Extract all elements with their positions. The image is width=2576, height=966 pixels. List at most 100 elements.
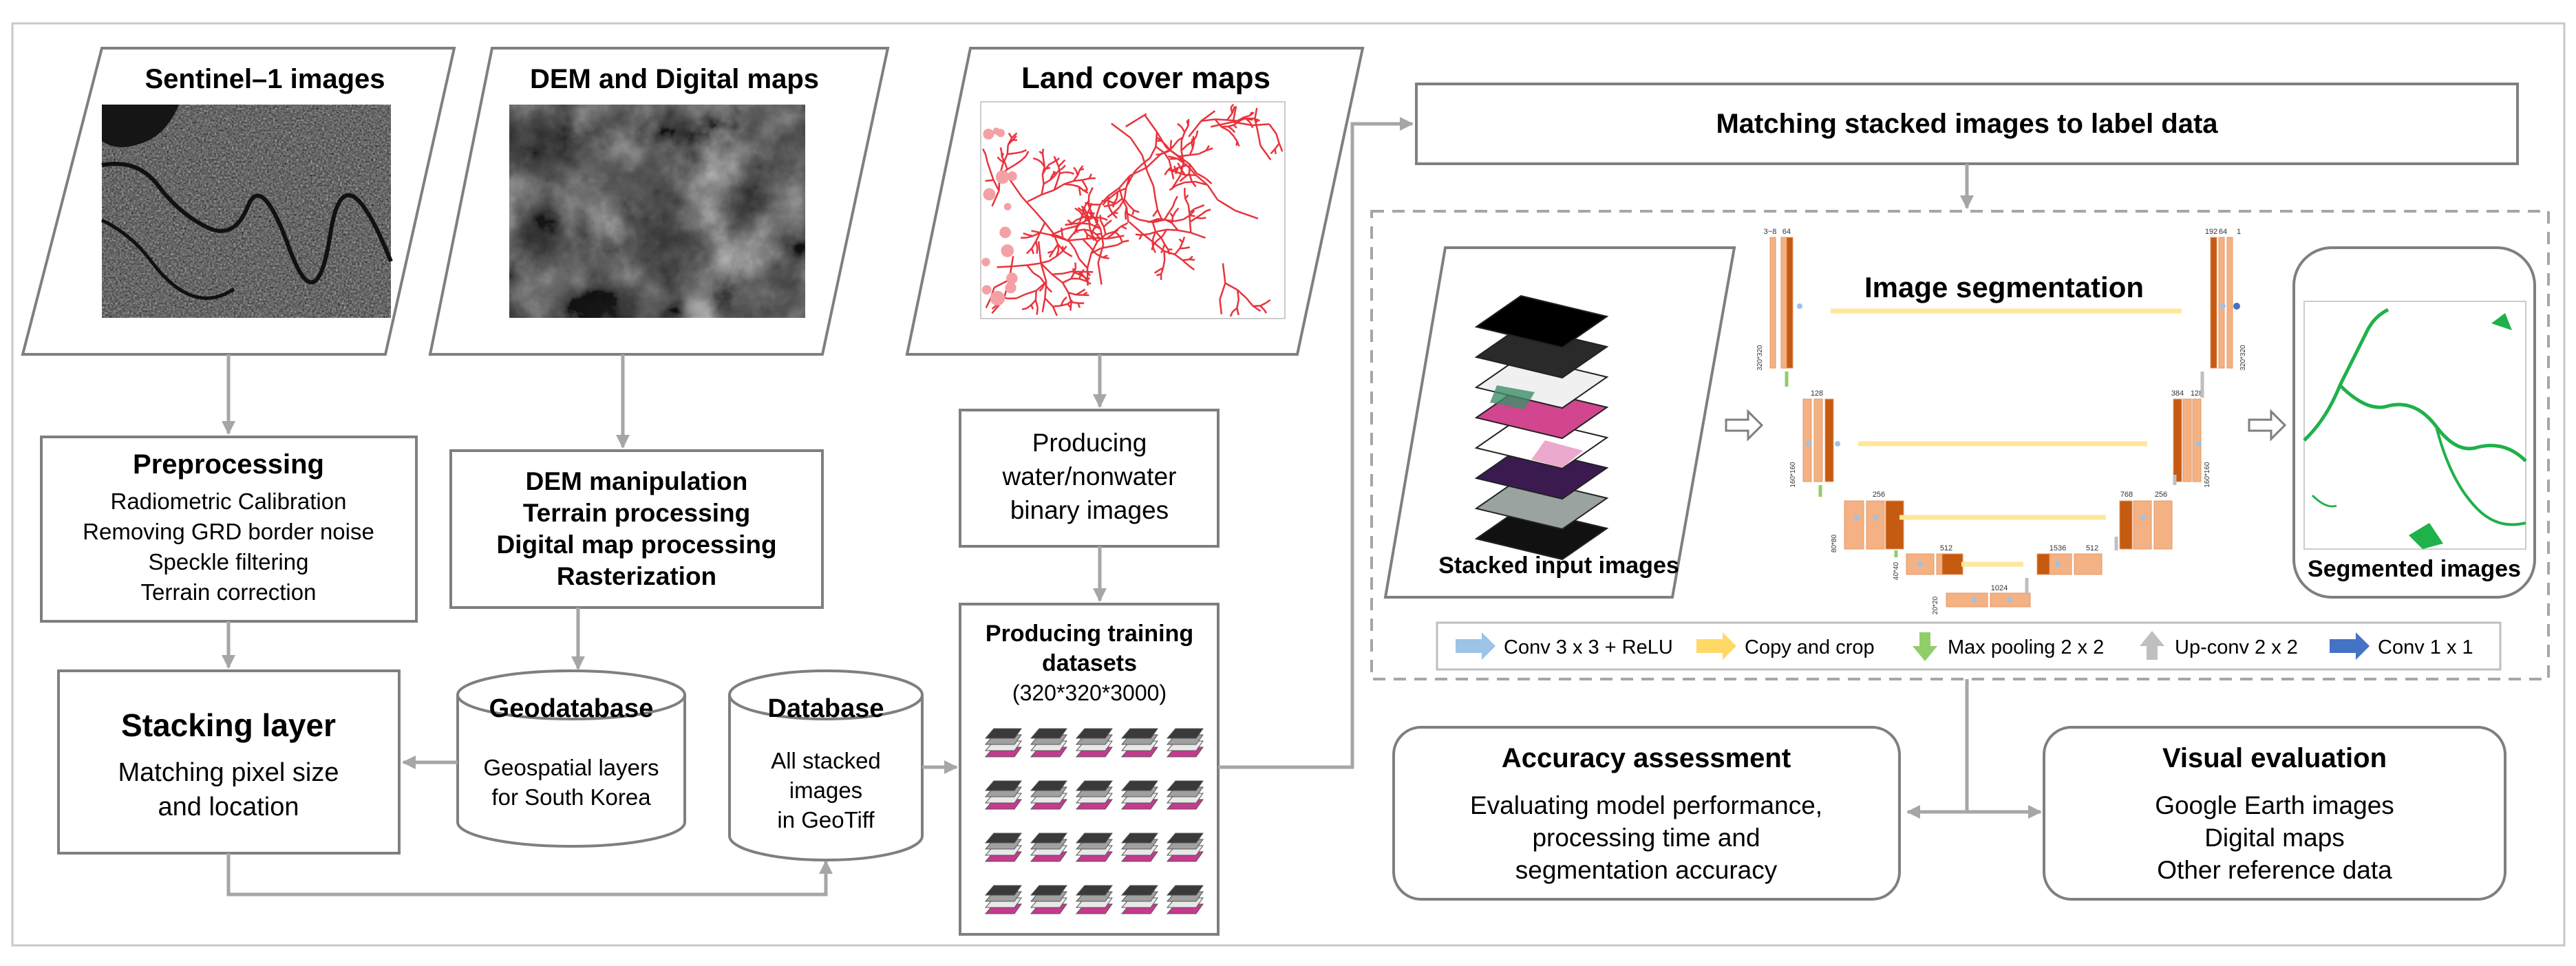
dem-processing-box [449, 449, 824, 609]
segmentation-title: Image segmentation [1864, 271, 2144, 303]
legend-swatch [2140, 631, 2164, 660]
preprocessing-line-3: Speckle filtering [149, 549, 309, 575]
producing-binary-line-2: water/nonwater [1002, 462, 1177, 491]
training-stack [1120, 728, 1158, 758]
unet-label: 40*40 [1893, 561, 1900, 580]
database-title: Database [768, 694, 884, 723]
unet-label: 160*160 [1789, 462, 1797, 488]
preprocessing-title: Preprocessing [133, 449, 324, 480]
segmented-image [2303, 301, 2527, 550]
geodatabase-line-2: for South Korea [491, 784, 651, 810]
legend-label: Conv 3 x 3 + ReLU [1504, 636, 1673, 658]
unet-label: 64 [1782, 228, 1791, 236]
segmented-label: Segmented images [2308, 556, 2521, 582]
training-stack [1030, 780, 1067, 810]
training-stack [984, 885, 1022, 914]
dem-processing-line-1: DEM manipulation [526, 467, 748, 495]
training-stack [1166, 728, 1204, 758]
legend-item: Max pooling 2 x 2 [1913, 632, 2104, 661]
unet-label: 192 [2205, 228, 2217, 236]
legend-items: Conv 3 x 3 + ReLU Copy and crop Max poolin… [1456, 631, 2473, 661]
unet-label: 256 [2155, 491, 2167, 499]
unet-label: 512 [1940, 544, 1952, 552]
legend-swatch [1456, 632, 1495, 660]
visual-title: Visual evaluation [2162, 743, 2387, 773]
legend-label: Copy and crop [1745, 636, 1875, 658]
preprocessing-line-2: Removing GRD border noise [83, 519, 374, 544]
stacked-input-label: Stacked input images [1438, 552, 1679, 579]
database-line-2: images [789, 777, 862, 803]
legend-label: Conv 1 x 1 [2378, 636, 2473, 658]
connectors-left [222, 117, 1414, 897]
unet-label: 1 [2237, 228, 2241, 236]
visual-line-2: Digital maps [2204, 824, 2345, 852]
training-stack [1075, 885, 1113, 914]
hollow-arrow-out [2248, 409, 2287, 442]
training-stack [1120, 833, 1158, 862]
unet-label: 160*160 [2204, 462, 2211, 488]
geodatabase-cylinder [456, 669, 686, 848]
landcover-image [980, 101, 1286, 319]
training-stack [984, 728, 1022, 758]
dem-processing-line-3: Digital map processing [496, 530, 776, 559]
producing-binary-line-1: Producing [1032, 429, 1147, 457]
landcover-source: Land cover maps [905, 47, 1365, 356]
legend-swatch [1913, 632, 1937, 661]
unet-label: 1536 [2050, 544, 2066, 552]
matching-title: Matching stacked images to label data [1716, 109, 2218, 139]
visual-box [2043, 726, 2506, 901]
database-line-3: in GeoTiff [777, 807, 875, 833]
training-stack [1120, 780, 1158, 810]
training-stack [1075, 780, 1113, 810]
dem-title: DEM and Digital maps [530, 64, 819, 94]
database-cylinder [728, 669, 924, 861]
unet-label: 20*20 [1932, 596, 1939, 614]
geodatabase-title: Geodatabase [489, 694, 654, 723]
training-stack [1030, 728, 1067, 758]
training-stack [1166, 780, 1204, 810]
accuracy-box [1392, 726, 1901, 901]
sentinel-source: Sentinel–1 images [21, 47, 456, 356]
legend-item: Copy and crop [1696, 632, 1875, 660]
training-stack [984, 780, 1022, 810]
accuracy-line-1: Evaluating model performance, [1470, 791, 1822, 819]
preprocessing-line-1: Radiometric Calibration [111, 489, 347, 514]
training-stack [1120, 885, 1158, 914]
training-title-2: datasets [1042, 650, 1137, 676]
stacking-line-2: and location [158, 793, 299, 822]
training-stack [1166, 833, 1204, 862]
accuracy-line-2: processing time and [1532, 824, 1760, 852]
legend-item: Conv 3 x 3 + ReLU [1456, 632, 1673, 660]
unet-label: 320*320 [1756, 345, 1764, 371]
sentinel-image [100, 105, 393, 318]
unet-label: 1024 [1991, 584, 2008, 592]
landcover-title: Land cover maps [1021, 61, 1270, 95]
legend-swatch [2330, 632, 2370, 660]
training-size: (320*320*3000) [1012, 680, 1167, 705]
legend-item: Conv 1 x 1 [2330, 632, 2473, 660]
training-box [959, 603, 1220, 936]
unet-label: 320*320 [2239, 345, 2247, 371]
stacking-box [57, 669, 401, 855]
preprocessing-box [40, 436, 418, 623]
unet-label: 128 [2191, 389, 2203, 398]
legend-swatch [1696, 632, 1736, 660]
legend-box [1436, 621, 2502, 671]
training-stack [984, 833, 1022, 862]
training-stack [1166, 885, 1204, 914]
legend-item: Up-conv 2 x 2 [2140, 631, 2298, 660]
geodatabase-line-1: Geospatial layers [484, 755, 659, 780]
dem-processing-line-2: Terrain processing [523, 499, 750, 527]
database-line-1: All stacked [771, 748, 881, 773]
accuracy-line-3: segmentation accuracy [1515, 856, 1778, 884]
training-stack-grid [984, 728, 1204, 914]
matching-box [1415, 83, 2519, 165]
unet-label: 256 [1873, 491, 1885, 499]
stacked-layer [1474, 294, 1609, 349]
producing-binary-box [959, 409, 1220, 548]
unet-label: 384 [2171, 389, 2184, 398]
training-stack [1030, 833, 1067, 862]
